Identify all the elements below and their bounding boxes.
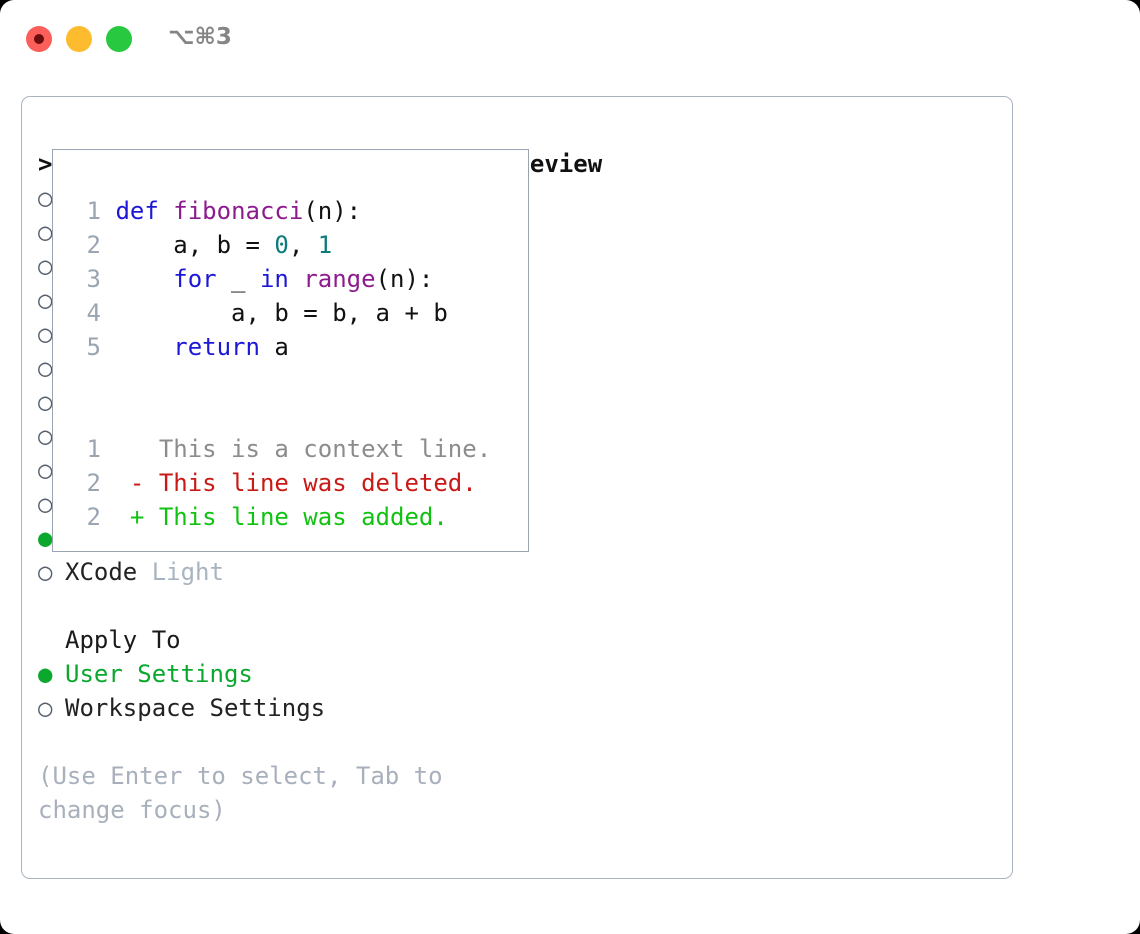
diff-marker <box>130 435 159 463</box>
apply-to-label: Workspace Settings <box>65 694 326 722</box>
diff-marker: + <box>129 503 159 531</box>
code-token: _ <box>216 265 260 293</box>
radio-unselected-icon: ○ <box>38 422 53 450</box>
radio-unselected-icon: ○ <box>38 218 53 246</box>
gutter-gap <box>101 333 115 361</box>
code-token: range <box>303 265 376 293</box>
gutter-gap <box>101 469 130 497</box>
title-bar: ⌥⌘3 <box>0 0 1140 78</box>
spacer <box>137 558 151 586</box>
diff-text: This line was deleted. <box>158 469 477 497</box>
code-line: 1 def fibonacci(n): <box>73 194 491 228</box>
traffic-lights <box>26 26 132 52</box>
radio-unselected-icon: ○ <box>38 694 53 722</box>
gutter-gap <box>101 503 130 531</box>
diff-marker: - <box>129 469 159 497</box>
code-token <box>115 333 173 361</box>
line-number: 2 <box>86 503 101 531</box>
code-token: for <box>173 265 217 293</box>
code-token: a, b = b, a + b <box>115 299 448 327</box>
diff-line: 1 This is a context line. <box>73 432 492 466</box>
diff-text: This line was added. <box>158 503 448 531</box>
line-number: 3 <box>86 265 101 293</box>
apply-to-item[interactable]: ● User Settings <box>38 657 478 691</box>
diff-line: 2 - This line was deleted. <box>73 466 491 500</box>
radio-unselected-icon: ○ <box>38 558 53 586</box>
code-token: return <box>173 333 260 361</box>
code-blank-line <box>73 364 491 398</box>
line-number: 2 <box>86 469 101 497</box>
line-number: 2 <box>86 231 101 259</box>
radio-unselected-icon: ○ <box>38 184 53 212</box>
radio-unselected-icon: ○ <box>38 388 53 416</box>
line-number: 1 <box>86 435 101 463</box>
code-token: 1 <box>317 231 333 259</box>
radio-unselected-icon: ○ <box>38 320 53 348</box>
code-line: 3 for _ in range(n): <box>73 262 491 296</box>
gutter-gap <box>101 231 115 259</box>
theme-name: XCode <box>65 558 138 586</box>
radio-unselected-icon: ○ <box>38 286 53 314</box>
code-token: a, b = <box>115 231 275 259</box>
code-token: (n): <box>375 265 434 293</box>
gutter-gap <box>101 197 115 225</box>
line-number: 4 <box>86 299 101 327</box>
radio-unselected-icon: ○ <box>38 354 53 382</box>
close-button[interactable] <box>26 26 52 52</box>
apply-to-heading: Apply To <box>65 626 181 654</box>
code-token: fibonacci <box>173 197 304 225</box>
code-line: 4 a, b = b, a + b <box>73 296 491 330</box>
code-blank-line <box>73 398 491 432</box>
keyboard-hint-text: (Use Enter to select, Tab to change focu… <box>38 762 458 824</box>
radio-unselected-icon: ○ <box>38 490 53 518</box>
list-spacer <box>38 589 478 623</box>
maximize-button[interactable] <box>106 26 132 52</box>
gutter-gap <box>101 265 115 293</box>
radio-unselected-icon: ○ <box>38 252 53 280</box>
code-token: in <box>259 265 289 293</box>
line-number: 1 <box>86 197 101 225</box>
code-token: , <box>288 231 318 259</box>
apply-to-list[interactable]: ● User Settings ○ Workspace Settings <box>38 657 478 725</box>
code-token <box>289 265 303 293</box>
gutter-gap <box>101 435 130 463</box>
preview-heading: Preview <box>501 150 603 178</box>
code-token: def <box>115 197 159 225</box>
apply-to-item[interactable]: ○ Workspace Settings <box>38 691 478 725</box>
code-token: a <box>259 333 289 361</box>
keyboard-shortcut-label: ⌥⌘3 <box>168 24 232 50</box>
gutter-gap <box>101 299 115 327</box>
apply-to-label: User Settings <box>65 660 253 688</box>
code-token: 0 <box>274 231 289 259</box>
minimize-button[interactable] <box>66 26 92 52</box>
radio-unselected-icon: ○ <box>38 456 53 484</box>
theme-category-tag: Light <box>151 558 224 586</box>
radio-selected-icon: ● <box>38 660 53 688</box>
diff-line: 2 + This line was added. <box>73 500 491 534</box>
theme-selector-panel: > Select Theme ○ANSI Dark○Atom One Dark○… <box>21 96 1013 879</box>
theme-list-item[interactable]: ○ XCode Light <box>38 555 478 589</box>
preview-column: Preview <box>501 147 996 181</box>
code-token <box>159 197 173 225</box>
line-number: 5 <box>86 333 101 361</box>
code-line: 5 return a <box>73 330 491 364</box>
code-token <box>115 265 173 293</box>
code-token: (n): <box>303 197 362 225</box>
radio-selected-icon: ● <box>38 524 53 552</box>
diff-text: This is a context line. <box>158 435 492 463</box>
code-line: 2 a, b = 0, 1 <box>73 228 491 262</box>
